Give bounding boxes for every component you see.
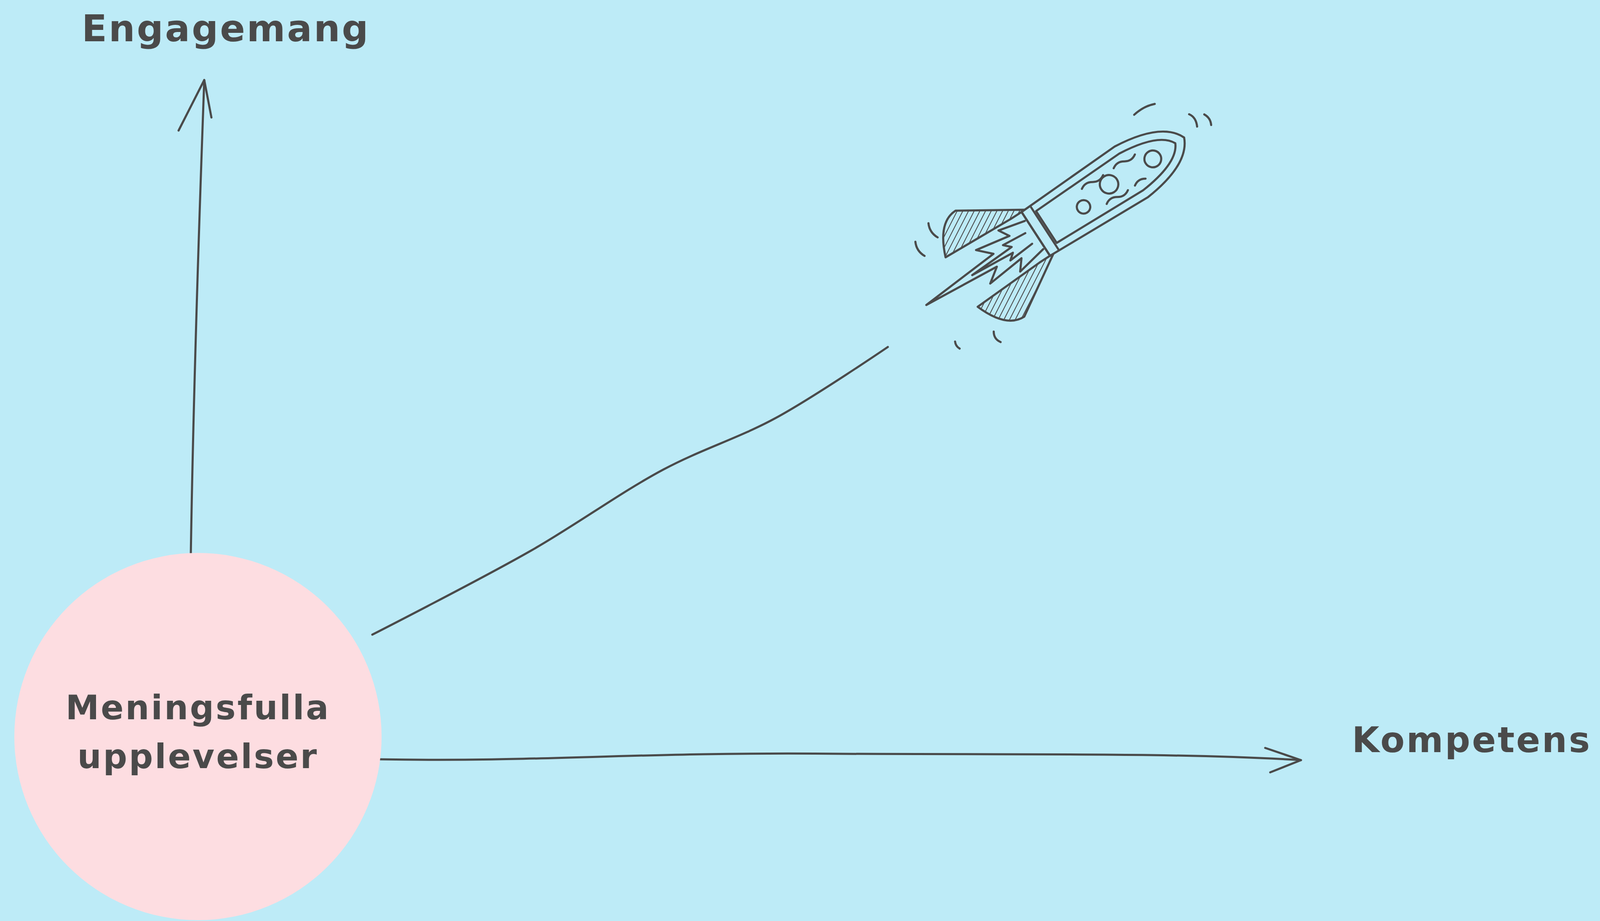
node-text: Meningsfulla upplevelser [46,683,350,782]
circle-node: Meningsfulla upplevelser [14,552,382,921]
rocket-icon [889,64,1250,366]
axis-line [190,80,205,556]
axis-line [379,753,1301,761]
axis-label: Kompetens [1351,718,1592,762]
circle-fill [14,552,382,921]
arrow-head [1265,747,1301,773]
circle-shape [14,552,382,921]
axis-label: Engagemang [81,6,371,51]
arrow-head [178,80,212,131]
trajectory-line [372,347,888,635]
